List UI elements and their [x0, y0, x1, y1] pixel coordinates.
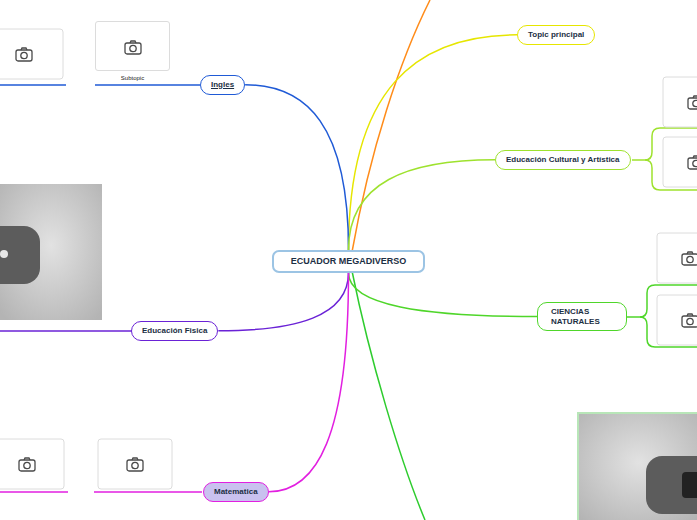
topic-label: Educación Fisica [142, 326, 207, 336]
photo-topic: Subtopic [95, 21, 170, 85]
photo-placeholder [98, 439, 172, 489]
video-thumbnail [578, 413, 697, 520]
topic-label: Subtopic [95, 73, 170, 83]
topic-label: ECUADOR MEGADIVERSO [286, 256, 411, 267]
branch-connector [218, 273, 348, 331]
branch-connector [245, 85, 348, 250]
video-thumbnail [0, 184, 102, 320]
branch-line [352, 0, 430, 252]
branch-connector [269, 273, 349, 492]
branch-connector [95, 84, 200, 86]
branch-line [0, 84, 66, 86]
branch-line [0, 330, 132, 332]
photo-placeholder [0, 439, 64, 489]
photo-placeholder [95, 21, 170, 71]
topic-box: Ingles [200, 75, 245, 95]
branch-connector [349, 35, 518, 250]
topic-label: Ingles [211, 80, 234, 90]
photo-placeholder [657, 295, 697, 345]
camera-icon [96, 22, 171, 72]
topic-box: Topic principal [517, 25, 595, 45]
topic-box: Matematica [203, 482, 269, 502]
branch-line [0, 491, 68, 493]
branch-line [352, 271, 425, 520]
photo-placeholder [663, 137, 697, 187]
topic-label: Educación Cultural y Artística [506, 155, 620, 165]
branch-connector [349, 273, 538, 317]
topic-label: CIENCIAS NATURALES [551, 307, 618, 326]
branch-connector [349, 160, 496, 250]
topic-label: Matematica [214, 487, 258, 497]
photo-placeholder [0, 29, 63, 79]
photo-placeholder [663, 77, 697, 127]
central-topic: ECUADOR MEGADIVERSO [272, 250, 425, 273]
topic-box: Educación Cultural y Artística [495, 150, 631, 170]
branch-line [94, 491, 202, 493]
topic-box: Educación Fisica [131, 321, 218, 341]
photo-placeholder [657, 233, 697, 283]
topic-box: CIENCIAS NATURALES [537, 302, 627, 331]
topic-label: Topic principal [528, 30, 584, 40]
